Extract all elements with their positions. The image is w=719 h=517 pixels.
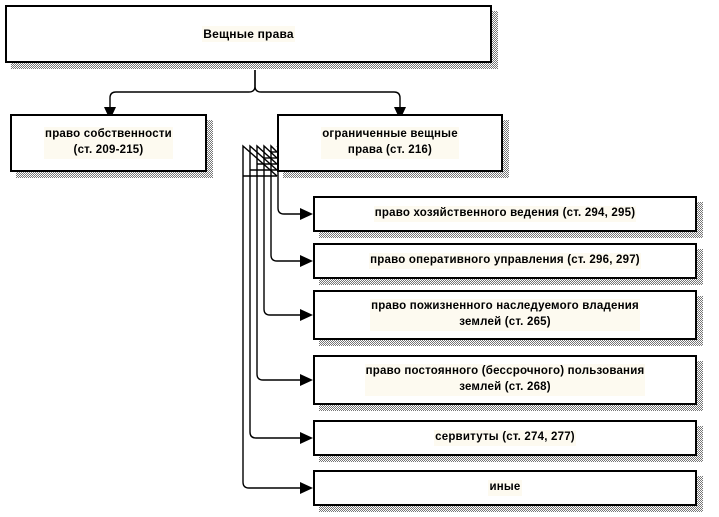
node-label-line2: (ст. 209-215) — [73, 144, 144, 156]
node-label-line2: права (ст. 216) — [347, 144, 433, 156]
node-pravo-hozyaystvennogo-vedeniya[interactable]: право хозяйственного ведения (ст. 294, 2… — [313, 196, 697, 232]
node-ogranichennye-veshnye-prava[interactable]: ограниченные вещные права (ст. 216) — [277, 114, 503, 172]
node-label-line1: ограниченные вещные — [322, 128, 458, 141]
root-node-veshnye-prava[interactable]: Вещные права — [5, 5, 492, 63]
node-pravo-postoyannogo-polzovaniya[interactable]: право постоянного (бессрочного) пользова… — [313, 355, 697, 405]
node-label: право хозяйственного ведения (ст. 294, 2… — [373, 206, 637, 222]
node-inye[interactable]: иные — [313, 470, 697, 506]
node-label-line2: землей (ст. 265) — [459, 316, 551, 328]
node-label: право постоянного (бессрочного) пользова… — [364, 364, 646, 396]
node-label: ограниченные вещные права (ст. 216) — [321, 127, 459, 159]
node-label-line2: землей (ст. 268) — [459, 381, 551, 393]
node-label: иные — [488, 480, 522, 496]
node-label: право пожизненного наследуемого владения… — [370, 299, 640, 331]
node-label-line1: право собственности — [45, 128, 172, 141]
node-label: право собственности (ст. 209-215) — [44, 127, 173, 159]
node-label: сервитуты (ст. 274, 277) — [434, 430, 576, 446]
node-pravo-operativnogo-upravleniya[interactable]: право оперативного управления (ст. 296, … — [313, 243, 697, 279]
root-node-label: Вещные права — [202, 25, 295, 43]
node-pravo-sobstvennosti[interactable]: право собственности (ст. 209-215) — [10, 114, 207, 172]
node-label-line1: право постоянного (бессрочного) пользова… — [365, 365, 645, 378]
node-pravo-pozhiznennogo-nasleduemogo-vladeniya[interactable]: право пожизненного наследуемого владения… — [313, 290, 697, 340]
node-label-line1: право пожизненного наследуемого владения — [371, 300, 639, 313]
node-label: право оперативного управления (ст. 296, … — [369, 253, 641, 269]
node-servituty[interactable]: сервитуты (ст. 274, 277) — [313, 420, 697, 456]
